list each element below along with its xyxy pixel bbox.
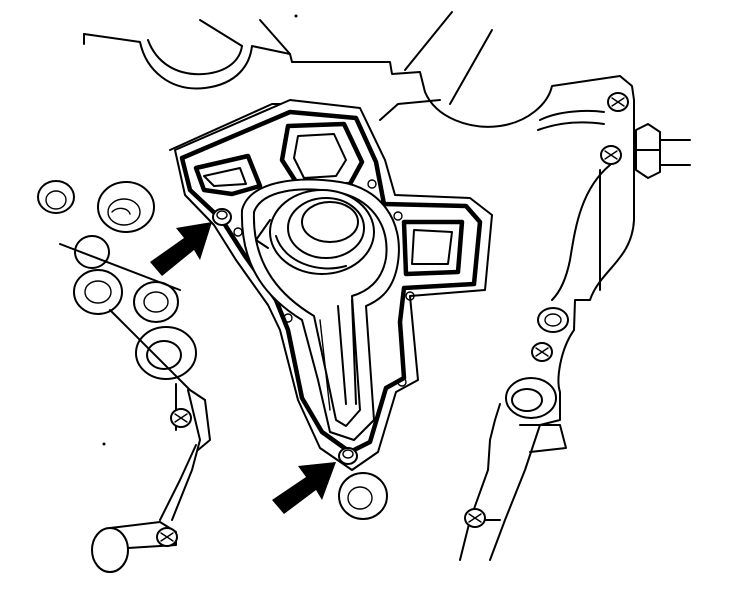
mounting-bolt <box>156 92 629 547</box>
speck <box>294 14 298 18</box>
water-pump <box>240 178 400 441</box>
speck <box>102 442 106 446</box>
callout-arrow-upper <box>150 222 212 276</box>
tensioner-bracket <box>459 99 635 561</box>
callout-arrow-lower <box>272 462 336 514</box>
left-pulleys <box>37 180 211 573</box>
engine-block-outline <box>83 11 635 151</box>
stud-nut <box>635 123 691 179</box>
